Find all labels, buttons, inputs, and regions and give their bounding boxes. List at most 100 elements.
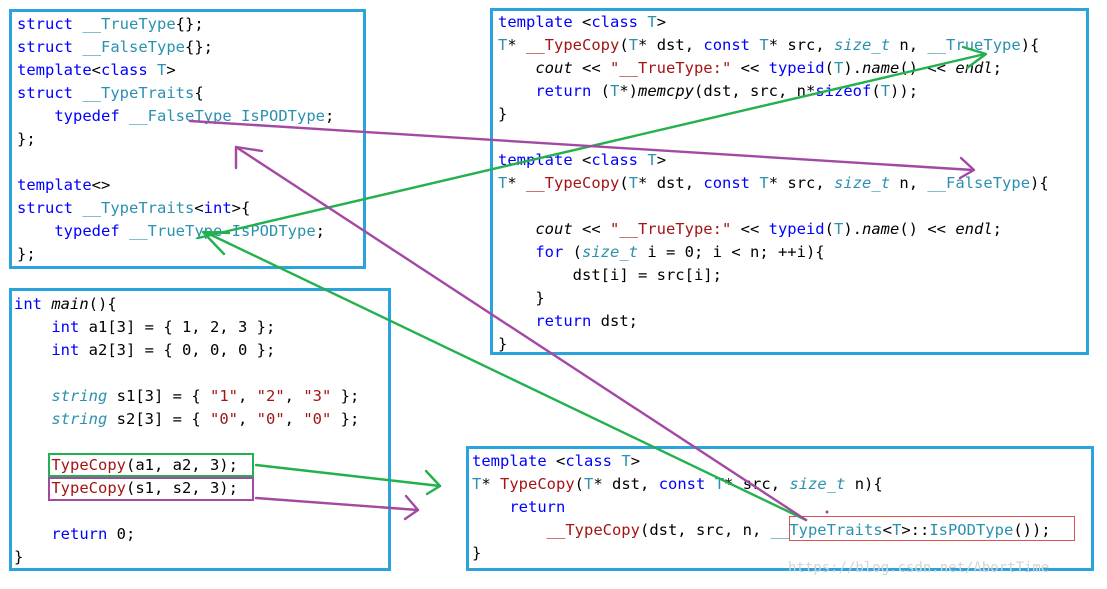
code-token: int — [51, 318, 80, 336]
code-line — [17, 151, 334, 174]
code-token: }; — [331, 387, 360, 405]
code-token: n, — [890, 174, 928, 192]
code-line: dst[i] = src[i]; — [498, 264, 1049, 287]
code-line: struct __TrueType{}; — [17, 13, 334, 36]
code-token: )); — [890, 82, 919, 100]
code-token — [148, 61, 157, 79]
code-token: size_t — [582, 243, 638, 261]
code-token: ()); — [1013, 521, 1051, 539]
code-token: template — [472, 452, 547, 470]
code-token — [222, 222, 231, 240]
code-token: cout — [535, 220, 573, 238]
code-token: __TypeTraits — [770, 521, 883, 539]
code-token: T — [647, 13, 657, 31]
code-token: const — [703, 36, 751, 54]
code-line: struct __TypeTraits<int>{ — [17, 197, 334, 220]
code-token — [750, 174, 759, 192]
code-token — [472, 498, 509, 516]
code-token: T — [759, 174, 769, 192]
code-token: << — [731, 59, 769, 77]
code-token: * src, — [768, 174, 835, 192]
code-line — [498, 126, 1049, 149]
code-token: 0; — [107, 525, 136, 543]
code-token: class — [591, 13, 638, 31]
code-token: class — [591, 151, 638, 169]
watermark: https://blog.csdn.net/AbortTime — [788, 560, 1050, 576]
code-token: string — [51, 410, 108, 428]
code-token: name — [862, 59, 900, 77]
code-token — [73, 38, 82, 56]
code-token: ( — [871, 82, 881, 100]
code-token: << — [572, 220, 610, 238]
code-token: (dst, src, n* — [694, 82, 816, 100]
code-line: template <class T> — [498, 149, 1049, 172]
code-token — [73, 84, 82, 102]
code-token: dst[i] = src[i]; — [498, 266, 722, 284]
green-highlight-box — [48, 453, 254, 477]
code-token: (){ — [88, 295, 117, 313]
code-token: dst; — [591, 312, 638, 330]
code-token: __TypeTraits — [82, 199, 195, 217]
main-code: int main(){ int a1[3] = { 1, 2, 3 }; int… — [14, 293, 359, 569]
code-token: , — [237, 387, 257, 405]
code-token — [612, 452, 621, 470]
code-token — [17, 107, 54, 125]
code-token: ( — [574, 475, 585, 493]
code-line: string s1[3] = { "1", "2", "3" }; — [14, 385, 359, 408]
code-token: class — [565, 452, 612, 470]
code-token: IsPODType — [231, 222, 316, 240]
code-token: ){ — [1030, 174, 1049, 192]
code-token: T — [621, 452, 631, 470]
code-token: return — [509, 498, 566, 516]
code-token: "__TrueType:" — [609, 59, 732, 77]
code-token: * dst, — [593, 475, 659, 493]
code-token: cout — [535, 59, 573, 77]
code-token: T — [610, 82, 620, 100]
code-token: template — [17, 61, 92, 79]
code-token: }; — [331, 410, 360, 428]
code-token: n){ — [845, 475, 883, 493]
code-token: , — [284, 410, 304, 428]
code-token — [14, 318, 51, 336]
code-line — [498, 195, 1049, 218]
code-token: s2[3] = { — [107, 410, 210, 428]
code-token — [14, 479, 51, 497]
code-line: template<class T> — [17, 59, 334, 82]
green-arrowhead-call — [424, 469, 442, 496]
code-token: , — [284, 387, 304, 405]
code-token: T — [891, 521, 902, 539]
code-token: size_t — [789, 475, 846, 493]
code-token: i = 0; i < n; ++i){ — [638, 243, 825, 261]
code-token — [120, 222, 129, 240]
code-token: const — [658, 475, 706, 493]
code-token — [14, 387, 51, 405]
code-line: } — [498, 333, 1049, 356]
code-line: return dst; — [498, 310, 1049, 333]
code-token — [750, 36, 759, 54]
red-highlight-box — [789, 516, 1075, 541]
code-token: << — [572, 59, 610, 77]
traits-code: struct __TrueType{};struct __FalseType{}… — [17, 13, 334, 266]
code-token: ( — [619, 36, 629, 54]
code-token: {}; — [175, 15, 204, 33]
code-line: template <class T> — [498, 11, 1049, 34]
code-token — [498, 220, 535, 238]
code-token: ; — [315, 222, 326, 240]
code-token: ( — [824, 220, 834, 238]
code-line: } — [498, 103, 1049, 126]
code-token: < — [572, 151, 592, 169]
typecopy-dispatch-code: template <class T>T* TypeCopy(T* dst, co… — [472, 450, 1051, 565]
code-token: __TypeCopy — [526, 174, 620, 192]
code-token — [498, 82, 535, 100]
code-token: * src, — [768, 36, 835, 54]
code-token: T — [157, 61, 167, 79]
code-token: size_t — [834, 36, 891, 54]
code-line: }; — [17, 243, 334, 266]
code-token: < — [882, 521, 892, 539]
code-token: __FalseType — [129, 107, 232, 125]
code-token: "0" — [256, 410, 285, 428]
code-token: >:: — [901, 521, 930, 539]
traits-panel: struct __TrueType{};struct __FalseType{}… — [9, 9, 366, 269]
code-token — [638, 13, 647, 31]
code-token: a2[3] = { 0, 0, 0 }; — [79, 341, 276, 359]
